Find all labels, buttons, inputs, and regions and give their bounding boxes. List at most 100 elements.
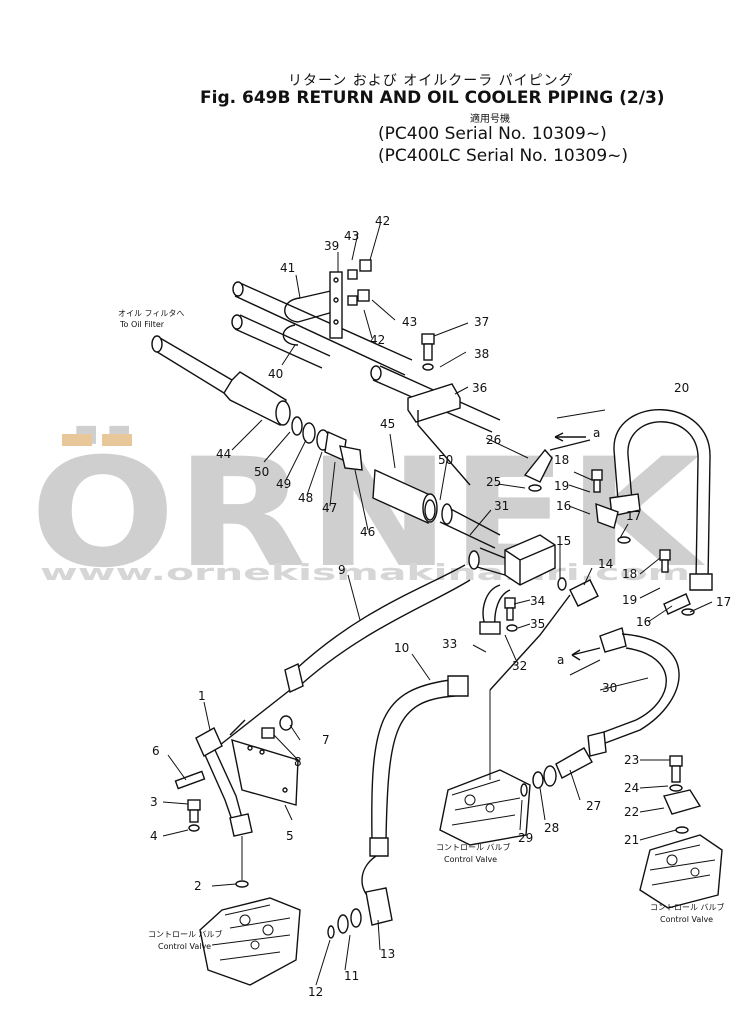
pipe-20 (591, 409, 713, 616)
elbow-26 (523, 448, 553, 483)
figure-title: Fig. 649B RETURN AND OIL COOLER PIPING (… (200, 88, 665, 108)
part-number-18b: 18 (622, 567, 637, 581)
pipe-1 (174, 715, 299, 888)
upper-return-tubes (231, 259, 501, 433)
part-number-2: 2 (194, 879, 202, 893)
oil-filter-tube (151, 335, 438, 525)
fitting-46 (339, 445, 363, 471)
hose-10 (327, 675, 469, 939)
part-number-10: 10 (394, 641, 409, 655)
flange-16b (663, 593, 691, 615)
part-number-43b: 43 (402, 315, 417, 329)
control-valve-center (439, 769, 531, 846)
part-number-43: 43 (344, 229, 359, 243)
part-number-4: 4 (150, 829, 158, 843)
part-number-18: 18 (554, 453, 569, 467)
part-number-48: 48 (298, 491, 313, 505)
part-number-8: 8 (294, 755, 302, 769)
part-number-45: 45 (380, 417, 395, 431)
part-number-35: 35 (530, 617, 545, 631)
applicable-label-jp: 適用号機 (470, 114, 510, 125)
part-number-30: 30 (602, 681, 617, 695)
part-number-3: 3 (150, 795, 158, 809)
part-number-40: 40 (268, 367, 283, 381)
part-number-33: 33 (442, 637, 457, 651)
part-number-15: 15 (556, 534, 571, 548)
part-number-12: 12 (308, 985, 323, 999)
part-number-19: 19 (554, 479, 569, 493)
watermark-url: www.ornekismakinalari.com (40, 561, 690, 586)
part-number-46: 46 (360, 525, 375, 539)
part-number-37: 37 (474, 315, 489, 329)
part-number-5: 5 (286, 829, 294, 843)
part-number-31: 31 (494, 499, 509, 513)
clamp-bolt-assembly (407, 333, 471, 486)
adapter-44 (223, 371, 287, 427)
part-number-6: 6 (152, 744, 160, 758)
part-number-22: 22 (624, 805, 639, 819)
oring-12 (327, 925, 335, 939)
oil-filter-label-jp: オイル フィルタへ (118, 309, 184, 318)
control-valve-label-center-jp: コントロール バルブ (436, 842, 511, 852)
part-number-24: 24 (624, 781, 639, 795)
part-number-39: 39 (324, 239, 339, 253)
clamp-41 (284, 297, 301, 323)
part-number-9: 9 (338, 563, 346, 577)
control-valve-label-right-jp: コントロール バルブ (650, 902, 725, 912)
part-number-11: 11 (344, 969, 359, 983)
serial-range-pc400lc: (PC400LC Serial No. 10309~) (378, 146, 629, 166)
oring-50 (291, 416, 303, 436)
flange-16 (595, 502, 619, 529)
watermark: ÖRNEK www.ornekismakinalari.com (30, 425, 705, 601)
part-number-23: 23 (624, 753, 639, 767)
part-number-13: 13 (380, 947, 395, 961)
part-number-16b: 16 (636, 615, 651, 629)
ref-arrow-a-top: a (593, 426, 600, 440)
part-number-1: 1 (198, 689, 206, 703)
leader-lines (162, 224, 713, 986)
part-number-44: 44 (216, 447, 231, 461)
part-number-labels: 1 2 3 4 5 6 7 8 9 10 11 12 13 14 15 16 1… (150, 214, 731, 999)
hose-30 (520, 627, 680, 797)
control-valve-label-left-en: Control Valve (158, 942, 211, 951)
part-number-41: 41 (280, 261, 295, 275)
part-number-25: 25 (486, 475, 501, 489)
nut-11 (350, 908, 362, 928)
oil-filter-label-en: To Oil Filter (119, 320, 165, 329)
part-number-49: 49 (276, 477, 291, 491)
part-number-27: 27 (586, 799, 601, 813)
watermark-umlaut-left (62, 434, 92, 446)
part-number-32: 32 (512, 659, 527, 673)
part-number-19b: 19 (622, 593, 637, 607)
control-valve-label-center-en: Control Valve (444, 855, 497, 864)
control-valve-right (639, 834, 723, 909)
fitting-27 (555, 747, 593, 779)
hose-9 (219, 564, 471, 746)
part-number-29: 29 (518, 831, 533, 845)
part-number-26: 26 (486, 433, 501, 447)
title-japanese: リターン および オイルクーラ パイピング (288, 73, 574, 89)
oring-29 (520, 783, 528, 797)
control-valve-left (199, 897, 301, 986)
watermark-umlaut-right (102, 434, 132, 446)
serial-range-pc400: (PC400 Serial No. 10309~) (378, 124, 607, 144)
junction-block-31 (439, 439, 599, 691)
clamp-plate-39 (329, 271, 343, 339)
part-number-42: 42 (375, 214, 390, 228)
part-number-14: 14 (598, 557, 613, 571)
part-number-28: 28 (544, 821, 559, 835)
clamp-36 (407, 383, 461, 423)
bracket-5 (231, 738, 299, 806)
part-number-21: 21 (624, 833, 639, 847)
part-number-34: 34 (530, 594, 545, 608)
control-valve-label-right-en: Control Valve (660, 915, 713, 924)
part-number-17b: 17 (716, 595, 731, 609)
part-number-7: 7 (322, 733, 330, 747)
elbow-14 (569, 579, 599, 607)
elbow-13 (365, 887, 393, 926)
ref-arrow-a-bottom: a (557, 653, 564, 667)
part-number-42b: 42 (370, 333, 385, 347)
hose-45 (372, 468, 431, 525)
part-number-17: 17 (626, 509, 641, 523)
